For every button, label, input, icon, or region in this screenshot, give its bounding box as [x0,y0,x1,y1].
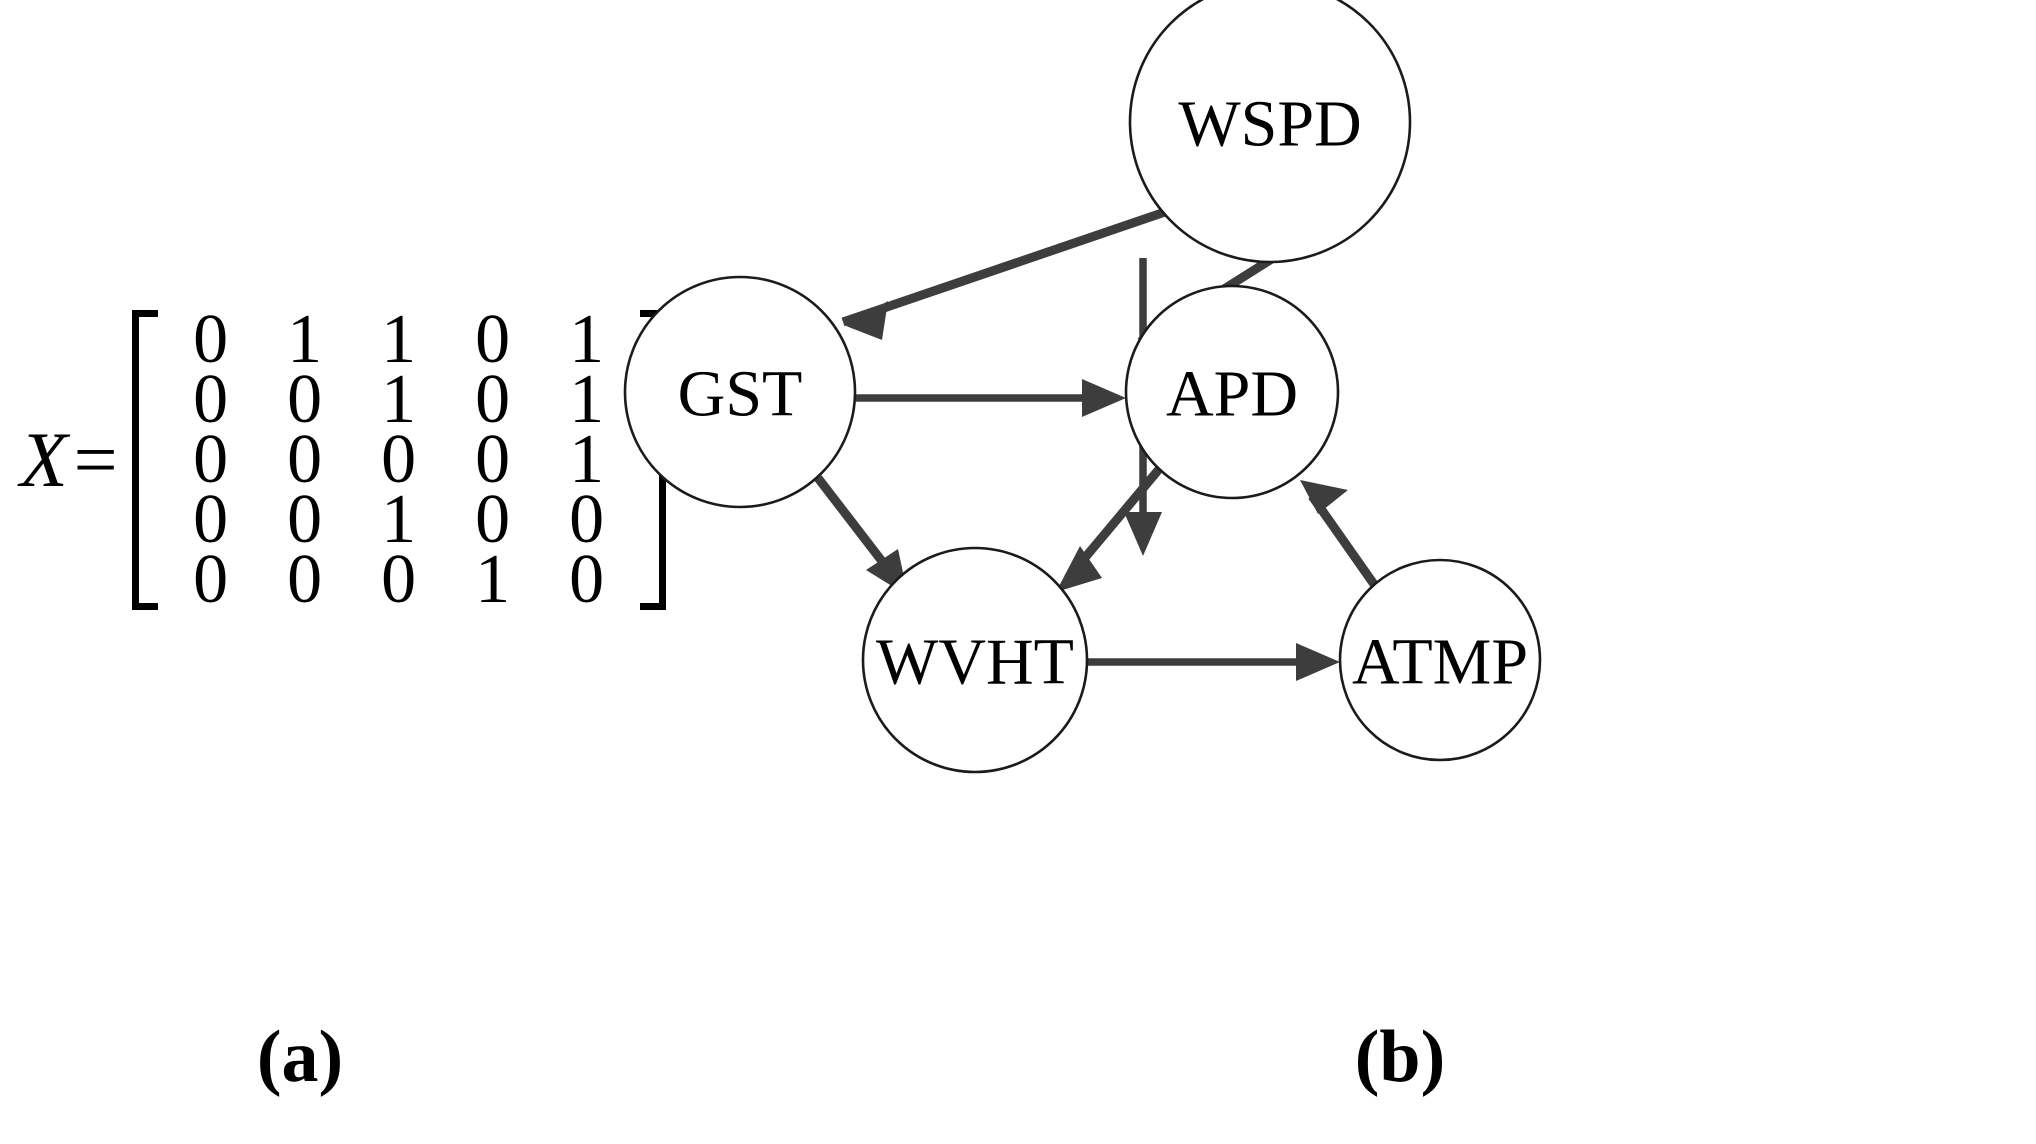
edge-atmp-to-apd [1300,480,1382,593]
matrix-cell: 0 [193,421,229,498]
node-gst[interactable]: GST [623,275,857,509]
matrix-cell: 0 [475,481,511,558]
matrix-cell: 0 [193,361,229,438]
matrix-bracket-left [131,310,158,610]
edge-wspd-to-gst [841,207,1167,340]
matrix-equation: X = 0 1 1 0 1 0 0 1 0 1 0 0 0 0 1 0 0 [10,300,666,620]
matrix-cell: 0 [193,541,229,618]
node-atmp[interactable]: ATMP [1338,558,1542,762]
panel-a-caption: (a) [256,1016,344,1098]
matrix-cell: 0 [475,361,511,438]
node-wspd-label: WSPD [1178,88,1361,161]
matrix-cell: 0 [475,421,511,498]
matrix-grid: 0 1 1 0 1 0 0 1 0 1 0 0 0 0 1 0 0 1 0 0 [158,305,640,615]
matrix-cell: 0 [193,301,229,378]
matrix-cell: 0 [287,421,323,498]
node-gst-label: GST [678,358,803,431]
edge-gst-to-apd [856,379,1126,417]
matrix-equals-sign: = [73,416,118,503]
edge-gst-to-wvht [814,475,908,596]
node-wvht[interactable]: WVHT [861,546,1089,774]
node-wspd[interactable]: WSPD [1128,0,1412,264]
matrix-cell: 1 [381,481,417,558]
matrix-cell: 1 [569,421,605,498]
matrix-cell: 0 [381,421,417,498]
matrix-cell: 1 [569,301,605,378]
matrix-cell: 0 [287,481,323,558]
node-apd[interactable]: APD [1124,284,1340,500]
node-atmp-label: ATMP [1352,626,1528,699]
matrix-cell: 0 [475,301,511,378]
matrix-cell: 0 [569,481,605,558]
matrix-symbol: X [20,416,68,503]
matrix-cell: 0 [381,541,417,618]
matrix-cell: 0 [287,361,323,438]
matrix-cell: 1 [381,361,417,438]
matrix-cell: 1 [381,301,417,378]
node-wvht-label: WVHT [876,626,1074,699]
node-apd-label: APD [1166,358,1298,431]
panel-a-matrix: X = 0 1 1 0 1 0 0 1 0 1 0 0 0 0 1 0 0 [0,0,800,1144]
matrix-cell: 0 [193,481,229,558]
matrix-cell: 0 [569,541,605,618]
matrix-cell: 1 [569,361,605,438]
matrix-cell: 0 [287,541,323,618]
edge-wvht-to-atmp [1088,643,1340,681]
edge-apd-to-wvht [1056,465,1164,592]
matrix-cell: 1 [475,541,511,618]
panel-b-caption: (b) [1354,1016,1446,1098]
matrix-cell: 1 [287,301,323,378]
